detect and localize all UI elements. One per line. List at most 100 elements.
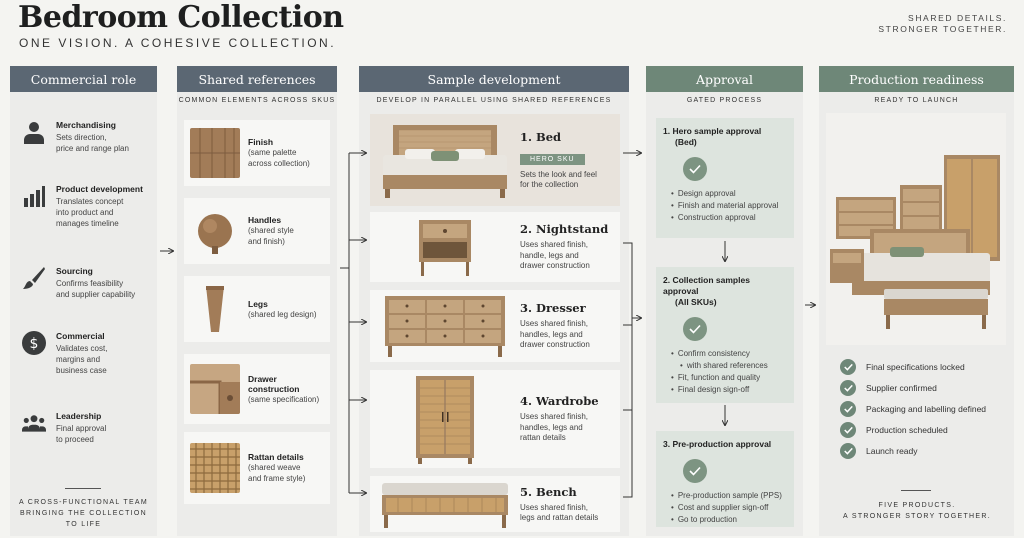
commercial-role-header: Commercial role: [10, 66, 157, 92]
wardrobe-icon: [416, 376, 474, 464]
check-icon: [840, 401, 856, 417]
sample-dresser: 3. Dresser Uses shared finish,handles, l…: [370, 290, 620, 362]
sample-desc: Uses shared finish,legs and rattan detai…: [520, 502, 599, 523]
bar-chart-icon: [24, 186, 45, 207]
role-title: Sourcing: [56, 266, 93, 276]
reference-title: Finish: [248, 137, 274, 147]
reference-title: Drawer construction: [248, 373, 300, 394]
reference-desc: (shared leg design): [248, 309, 317, 319]
divider: [65, 488, 101, 489]
sample-wardrobe: 4. Wardrobe Uses shared finish,handles, …: [370, 370, 620, 468]
page-title: Bedroom Collection: [18, 0, 344, 35]
leg-icon: [206, 286, 224, 332]
page-subtitle: ONE VISION. A COHESIVE COLLECTION.: [19, 36, 337, 50]
approval-stage-title: 3. Pre-production approval: [663, 439, 772, 449]
person-icon: [24, 122, 44, 144]
svg-text:$: $: [30, 336, 39, 352]
divider: [901, 490, 931, 491]
check-circle-icon: [683, 459, 707, 483]
approval-stage-title: 1. Hero sample approval: [663, 126, 762, 136]
production-footer: FIVE PRODUCTS.A STRONGER STORY TOGETHER.: [843, 502, 991, 520]
tagline-line-2: STRONGER TOGETHER.: [878, 24, 1007, 34]
sample-title: 1. Bed: [520, 129, 562, 144]
approval-stage-subtitle: (All SKUs): [675, 297, 717, 307]
dresser-icon: [385, 296, 505, 357]
collection-photo: [826, 113, 1006, 345]
role-title: Commercial: [56, 331, 105, 341]
group-icon: [22, 415, 46, 432]
role-desc: Sets direction,price and range plan: [56, 133, 129, 153]
check-icon: [840, 422, 856, 438]
production-readiness-subheader: READY TO LAUNCH: [874, 97, 959, 104]
production-readiness-header: Production readiness: [819, 66, 1014, 92]
role-title: Merchandising: [56, 120, 116, 130]
readiness-item: Production scheduled: [840, 422, 948, 438]
readiness-item: Final specifications locked: [840, 359, 965, 375]
bench-icon: [382, 483, 508, 528]
approval-points: Confirm consistencywith shared reference…: [663, 348, 787, 396]
sample-nightstand: 2. Nightstand Uses shared finish,handle,…: [370, 212, 620, 282]
reference-drawer-construction: Drawer construction (same specification): [184, 354, 330, 424]
tagline-line-1: SHARED DETAILS.: [908, 13, 1007, 23]
check-icon: [840, 443, 856, 459]
tagline: SHARED DETAILS. STRONGER TOGETHER.: [878, 13, 1007, 35]
role-merchandising: Merchandising Sets direction,price and r…: [22, 120, 152, 154]
paintbrush-icon: [23, 267, 45, 289]
check-circle-icon: [683, 317, 707, 341]
collection-furniture-image: [830, 155, 1000, 329]
reference-legs: Legs (shared leg design): [184, 276, 330, 342]
check-icon: [840, 380, 856, 396]
approval-stage-1: 1. Hero sample approval (Bed) Design app…: [656, 118, 794, 238]
readiness-item: Launch ready: [840, 443, 918, 459]
reference-title: Legs: [248, 298, 268, 309]
hero-sku-badge: HERO SKU: [520, 153, 585, 165]
reference-title: Handles: [248, 215, 282, 225]
readiness-item: Packaging and labelling defined: [840, 401, 986, 417]
rattan-weave-icon: [190, 443, 240, 493]
sample-title: 4. Wardrobe: [520, 394, 599, 409]
wood-swatch-icon: [190, 128, 240, 178]
dollar-icon: $: [22, 331, 46, 355]
reference-desc: (same specification): [248, 394, 320, 404]
check-icon: [840, 359, 856, 375]
approval-stage-subtitle: (Bed): [675, 137, 697, 147]
approval-stage-3: 3. Pre-production approval Pre-productio…: [656, 431, 794, 527]
nightstand-icon: [419, 220, 471, 276]
sample-bench: 5. Bench Uses shared finish,legs and rat…: [370, 476, 620, 532]
reference-title: Rattan details: [248, 452, 304, 462]
commercial-role-column: Commercial role: [10, 66, 157, 536]
role-title: Product development: [56, 184, 143, 194]
approval-points: Design approvalFinish and material appro…: [663, 188, 787, 224]
approval-header: Approval: [646, 66, 803, 92]
approval-points: Pre-production sample (PPS)Cost and supp…: [663, 490, 787, 526]
shared-references-subheader: COMMON ELEMENTS ACROSS SKUS: [178, 97, 336, 104]
sample-title: 2. Nightstand: [520, 222, 609, 237]
approval-subheader: GATED PROCESS: [686, 97, 763, 104]
knob-icon: [198, 214, 232, 254]
bed-icon: [383, 125, 507, 198]
sample-title: 3. Dresser: [520, 301, 586, 316]
readiness-item: Supplier confirmed: [840, 380, 937, 396]
check-circle-icon: [683, 157, 707, 181]
approval-stage-2: 2. Collection samples approval (All SKUs…: [656, 267, 794, 403]
approval-stage-title: 2. Collection samples approval: [663, 275, 750, 296]
